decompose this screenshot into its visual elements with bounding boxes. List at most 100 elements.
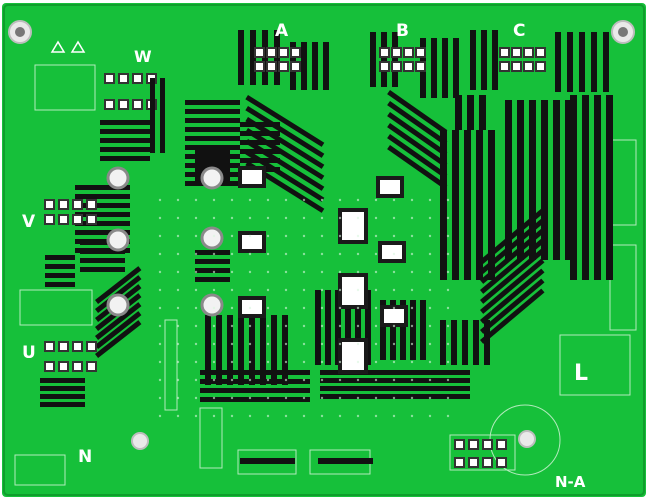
- via-dot: [338, 360, 342, 364]
- via-dot: [194, 378, 198, 382]
- via-dot: [302, 252, 306, 256]
- white-pad: [415, 61, 426, 72]
- white-pad: [58, 361, 69, 372]
- silkscreen-labels: A B C W V U N N-A L: [22, 21, 588, 491]
- pad-column: [323, 42, 329, 90]
- pad-column: [470, 30, 476, 90]
- via-dot: [410, 342, 414, 346]
- via-dot: [158, 324, 162, 328]
- through-hole: [106, 228, 130, 252]
- white-pad: [403, 47, 414, 58]
- via-dot: [230, 360, 234, 364]
- via-dot: [302, 396, 306, 400]
- pad-diagonal: [387, 112, 448, 157]
- via-dot: [410, 252, 414, 256]
- via-dot: [356, 414, 360, 418]
- via-dot: [194, 306, 198, 310]
- via-dot: [176, 306, 180, 310]
- pad-column: [390, 300, 396, 360]
- via-dot: [248, 288, 252, 292]
- warning-icons: [50, 40, 86, 53]
- white-pad: [44, 341, 55, 352]
- pad-column: [260, 315, 266, 385]
- via-dot: [410, 306, 414, 310]
- pad-row: [240, 458, 295, 464]
- pad-column: [238, 30, 244, 85]
- via-dot: [194, 396, 198, 400]
- white-pad: [44, 199, 55, 210]
- pad-row: [320, 394, 470, 399]
- via-dot: [338, 378, 342, 382]
- pad-row: [200, 388, 310, 393]
- white-pad: [118, 99, 129, 110]
- white-component: [380, 305, 408, 327]
- via-dot: [428, 288, 432, 292]
- pad-row: [185, 136, 240, 141]
- white-pad: [118, 73, 129, 84]
- pad-column: [517, 100, 524, 260]
- pad-column: [420, 300, 426, 360]
- via-dot: [158, 216, 162, 220]
- white-pad: [290, 47, 301, 58]
- via-dot: [320, 360, 324, 364]
- via-dot: [176, 270, 180, 274]
- pad-column: [345, 290, 351, 365]
- via-dot: [212, 378, 216, 382]
- white-pad: [86, 214, 97, 225]
- pad-row: [100, 129, 150, 134]
- white-pad: [391, 61, 402, 72]
- via-dot: [356, 360, 360, 364]
- via-dot: [248, 342, 252, 346]
- via-dot: [338, 198, 342, 202]
- pad-diagonal: [480, 248, 545, 304]
- via-dot: [284, 396, 288, 400]
- via-dot: [320, 198, 324, 202]
- via-dot: [302, 360, 306, 364]
- pad-row: [100, 120, 150, 125]
- via-dot: [320, 234, 324, 238]
- pad-column: [325, 290, 331, 365]
- pad-column: [271, 315, 277, 385]
- pad-column: [570, 95, 577, 280]
- pad-column: [250, 30, 256, 85]
- via-dot: [212, 216, 216, 220]
- warning-triangle-icon: [70, 40, 86, 53]
- white-pad: [415, 47, 426, 58]
- white-pad: [468, 457, 479, 468]
- pad-diagonal: [245, 138, 325, 191]
- via-dot: [338, 252, 342, 256]
- via-dot: [356, 198, 360, 202]
- pad-row: [100, 138, 150, 143]
- via-dot: [266, 252, 270, 256]
- via-dot: [194, 342, 198, 346]
- white-component: [238, 296, 266, 318]
- through-hole: [106, 293, 130, 317]
- via-dot: [266, 396, 270, 400]
- via-dot: [212, 234, 216, 238]
- white-component: [376, 176, 404, 198]
- through-hole: [106, 166, 130, 190]
- pad-column: [567, 32, 573, 92]
- pad-row: [100, 156, 150, 161]
- via-dot: [158, 342, 162, 346]
- via-dot: [428, 270, 432, 274]
- pad-column: [392, 32, 398, 87]
- white-pad: [86, 341, 97, 352]
- via-dot: [266, 270, 270, 274]
- pad-row: [195, 259, 230, 264]
- via-dot: [392, 252, 396, 256]
- via-dot: [284, 324, 288, 328]
- via-dot: [302, 198, 306, 202]
- pad-row: [80, 240, 125, 245]
- pad-row: [185, 154, 240, 159]
- via-dot: [194, 324, 198, 328]
- white-pad: [511, 61, 522, 72]
- pad-column: [591, 32, 597, 92]
- white-pad: [379, 47, 390, 58]
- via-dot: [158, 306, 162, 310]
- via-dot: [266, 378, 270, 382]
- pad-column: [301, 42, 307, 90]
- pad-diagonal: [387, 134, 448, 179]
- pad-column: [529, 100, 536, 260]
